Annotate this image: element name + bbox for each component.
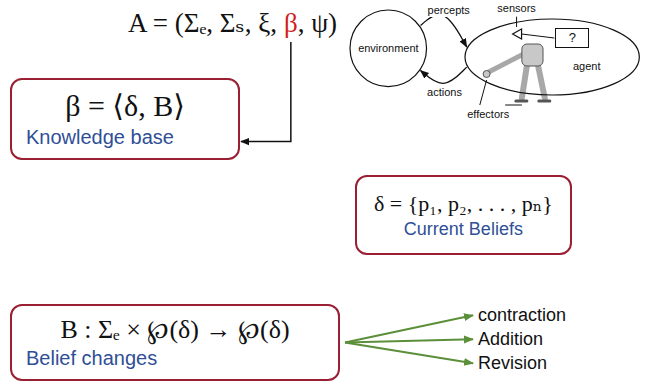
sensor-eye [513, 29, 522, 39]
agent-body [522, 44, 543, 66]
environment-circle: environment [349, 9, 428, 88]
edge-label: actions [425, 86, 464, 99]
edge-label: percepts [426, 4, 472, 17]
current-beliefs-box: δ = {p₁, p₂, . . . , pₙ} Current Beliefs [355, 175, 572, 255]
formula-text: B : Σₑ × ℘(δ) → ℘(δ) [60, 315, 289, 345]
belief-operation: contraction [478, 305, 566, 326]
box-caption: Knowledge base [26, 126, 174, 149]
node-label: agent [573, 60, 601, 73]
sensor-wire [522, 34, 555, 38]
formula: A = (Σₑ, Σₛ, ξ,β, ψ) [128, 8, 337, 39]
effector-label: effectors [467, 108, 509, 121]
effector-foot [516, 100, 527, 103]
box-caption: Current Beliefs [404, 219, 523, 240]
flow-arrow [421, 67, 467, 83]
node-label: ? [569, 31, 576, 46]
leader-line [505, 105, 522, 106]
formula-symbol: β [284, 8, 298, 39]
agent-ellipse [464, 18, 640, 96]
node-label: environment [358, 42, 419, 55]
effector-arm [489, 54, 524, 72]
agent-ellipse [465, 19, 639, 95]
box-caption: Belief changes [26, 347, 157, 370]
environment-outline [350, 10, 427, 87]
effector-foot [539, 100, 550, 103]
operation-arrow [345, 339, 473, 342]
connector-group [421, 15, 467, 84]
effector-hand [483, 71, 490, 78]
agent-outline: ? agent [464, 18, 640, 96]
knowledge-base-box: β = ⟨δ, B⟩Knowledge base [10, 78, 240, 160]
leader-line [480, 80, 487, 105]
belief-operation: Revision [478, 353, 547, 374]
sensor-label: sensors [497, 2, 536, 15]
effector-leg [538, 64, 545, 98]
percept-processor-box: ? [555, 28, 589, 48]
belief-operation: Addition [478, 329, 543, 350]
flow-arrow [421, 15, 467, 47]
formula-text: δ = {p₁, p₂, . . . , pₙ} [374, 191, 553, 216]
pointer-arrow [241, 42, 291, 142]
formula-part: , ψ) [298, 8, 337, 39]
formula-part: A = (Σₑ, Σₛ, ξ, [128, 8, 277, 39]
formula-text: β = ⟨δ, B⟩ [65, 89, 185, 124]
operation-arrow [345, 315, 473, 342]
operation-arrow [345, 342, 473, 363]
belief-changes-box: B : Σₑ × ℘(δ) → ℘(δ)Belief changes [10, 304, 340, 381]
